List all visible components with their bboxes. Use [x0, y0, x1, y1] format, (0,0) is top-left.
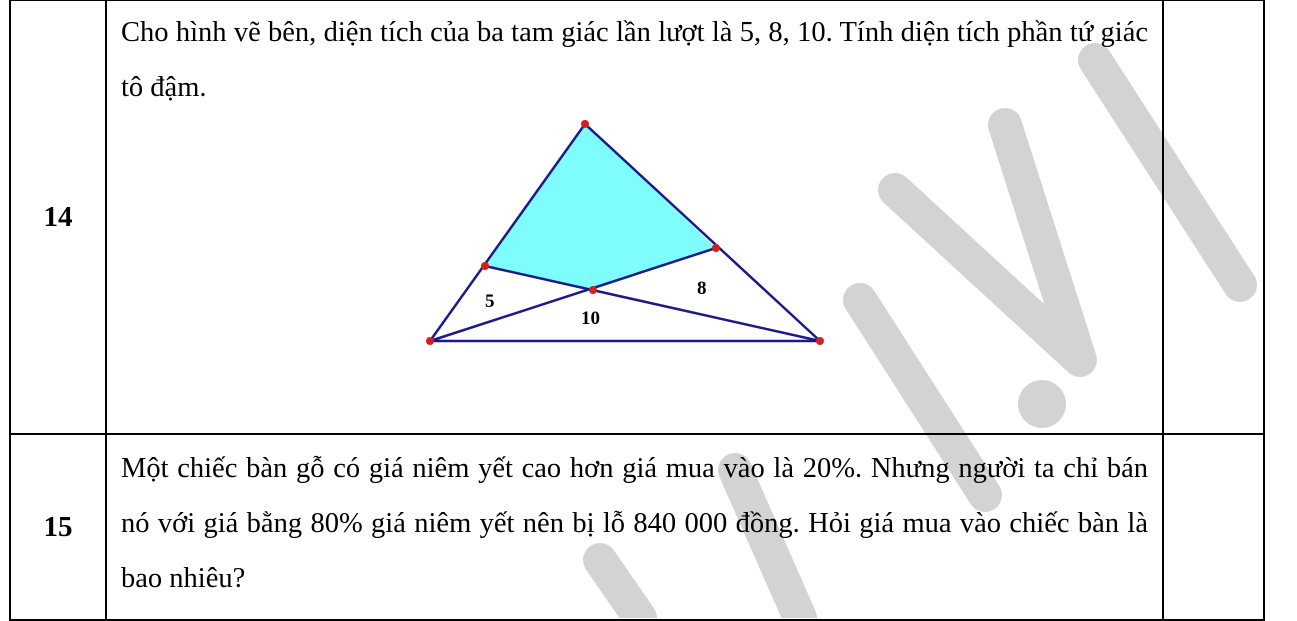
point-bottom-left [426, 337, 434, 345]
point-top [581, 120, 589, 128]
problem-number: 15 [9, 433, 107, 621]
area-label-10: 10 [581, 308, 600, 329]
vertex-points [426, 120, 824, 345]
area-label-5: 5 [485, 291, 495, 312]
problem-text: Cho hình vẽ bên, diện tích của ba tam gi… [121, 17, 1148, 103]
outer-triangle [428, 122, 822, 343]
score-cell [1162, 433, 1265, 621]
cevian-left [484, 264, 821, 343]
problem-row: 15 Một chiếc bàn gỗ có giá niêm yết cao … [9, 433, 1265, 621]
problems-table: 14 Cho hình vẽ bên, diện tích của ba tam… [9, 0, 1265, 621]
problem-row: 14 Cho hình vẽ bên, diện tích của ba tam… [9, 0, 1265, 435]
cevian-right [429, 246, 717, 343]
triangle-lines [428, 122, 822, 343]
point-right-side [712, 244, 720, 252]
triangle-figure: 5 8 10 [107, 115, 1162, 349]
area-label-8: 8 [697, 278, 707, 299]
problem-content: Cho hình vẽ bên, diện tích của ba tam gi… [105, 0, 1164, 435]
point-left-side [481, 262, 489, 270]
problem-text: Một chiếc bàn gỗ có giá niêm yết cao hơn… [121, 453, 1148, 594]
problem-number: 14 [9, 0, 107, 435]
score-cell [1162, 0, 1265, 435]
point-intersection [589, 286, 597, 294]
problem-content: Một chiếc bàn gỗ có giá niêm yết cao hơn… [105, 433, 1164, 621]
shaded-quadrilateral [485, 124, 716, 290]
point-bottom-right [816, 337, 824, 345]
